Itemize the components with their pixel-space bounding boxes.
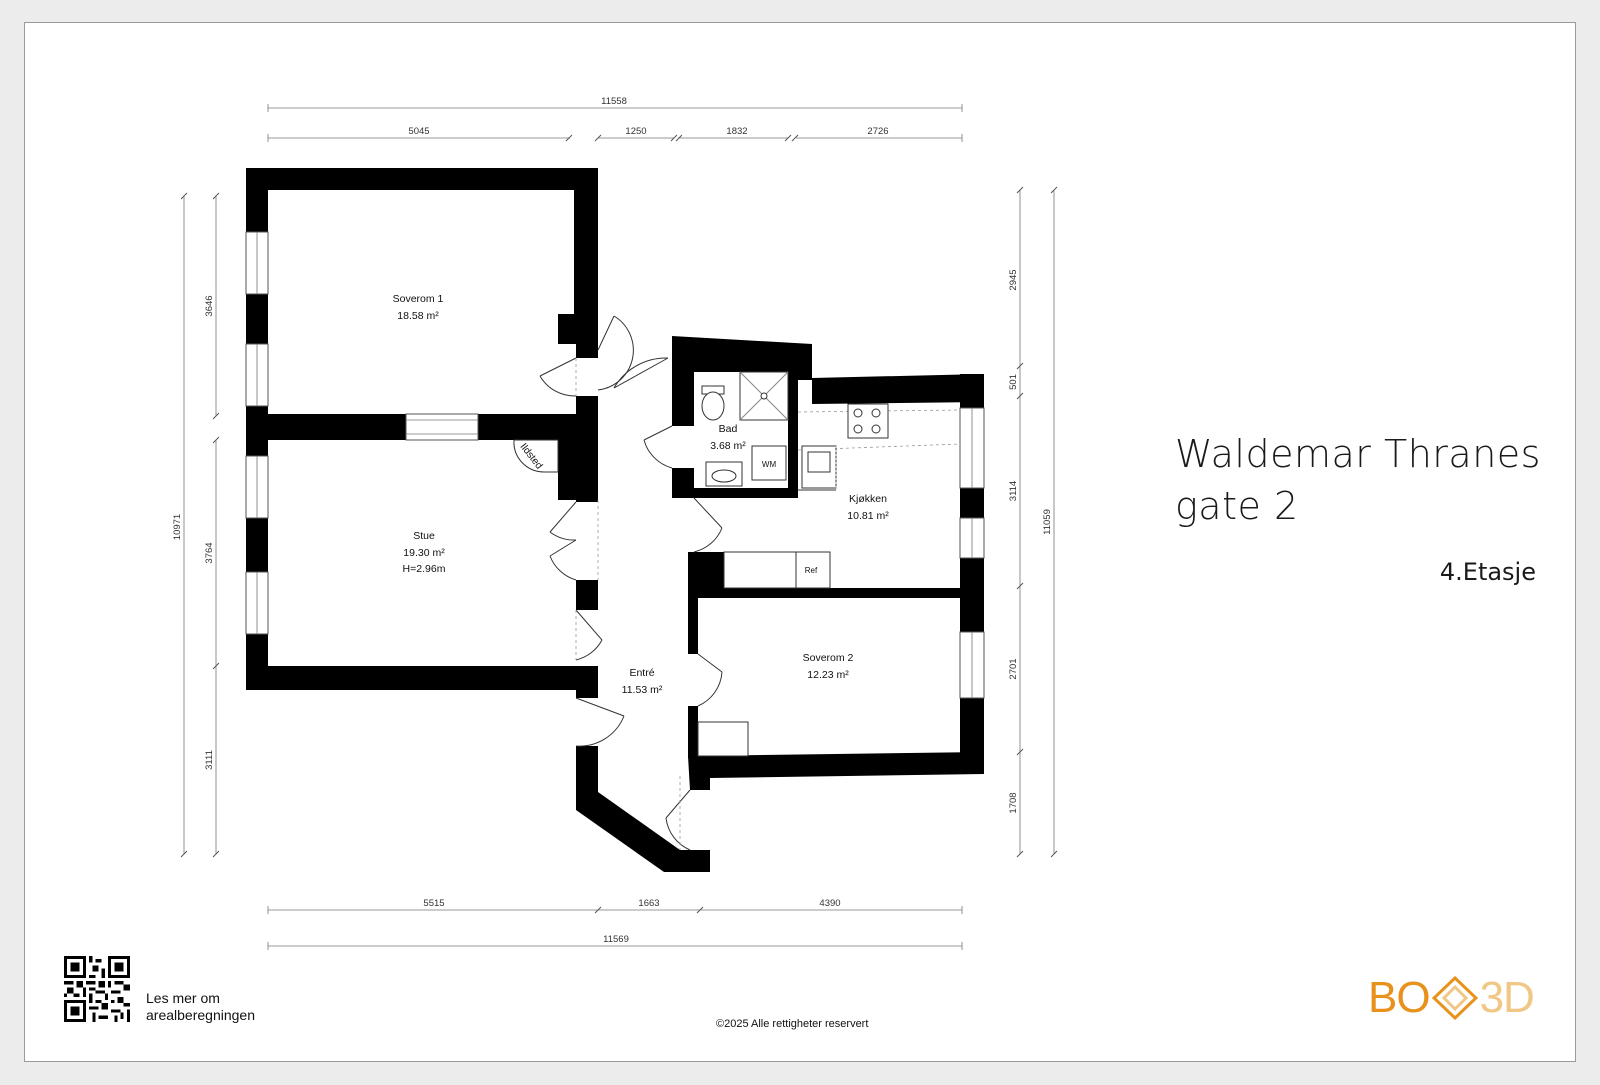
dim-right-5: 1708 [1008,792,1019,813]
copyright-text: ©2025 Alle rettigheter reservert [716,1018,869,1030]
dim-left-2: 3764 [204,542,215,563]
washer-label: WM [762,460,777,469]
property-title: Waldemar Thranes gate 2 [1175,428,1541,532]
room-entre: Entré 11.53 m² [622,667,663,696]
room-area: 3.68 m² [710,440,746,452]
dim-top-1: 5045 [408,126,429,137]
title-line-2: gate 2 [1175,484,1299,528]
bo3d-logo: BO 3D [1368,973,1535,1022]
dim-left-3: 3111 [204,750,215,770]
dim-top-4: 2726 [867,126,888,137]
dim-bottom-1: 5515 [423,898,444,909]
dim-right-total: 11059 [1042,509,1053,535]
dim-bottom-2: 1663 [638,898,659,909]
room-name: Soverom 1 [393,293,444,305]
walls [246,168,984,872]
qr-code-icon[interactable] [64,956,130,1022]
dimension-lines [183,104,1055,950]
room-name: Stue [413,530,435,542]
room-area: 19.30 m² [403,547,445,559]
dim-top-total: 11558 [601,96,627,107]
qr-caption-line-2: arealberegningen [146,1007,255,1023]
room-area: 12.23 m² [807,669,849,681]
dim-right-4: 2701 [1008,658,1019,679]
qr-caption[interactable]: Les mer om arealberegningen [146,990,255,1024]
fridge-label: Ref [805,566,818,575]
room-area: 10.81 m² [847,510,889,522]
floor-label: 4.Etasje [1439,558,1536,586]
logo-text-left: BO [1368,973,1431,1022]
room-name: Soverom 2 [803,652,854,664]
diamond-logo-icon [1431,976,1478,1020]
fixtures [513,371,889,757]
room-area: 11.53 m² [622,684,663,696]
room-name: Entré [629,667,654,679]
dim-left-total: 10971 [172,514,183,540]
dim-top-2: 1250 [625,126,646,137]
doors [539,315,723,851]
room-bad: Bad 3.68 m² [710,423,746,452]
dim-right-1: 2945 [1008,269,1019,290]
room-soverom-1: Soverom 1 18.58 m² [393,293,444,322]
dim-left-1: 3646 [204,295,215,316]
room-stue: Stue 19.30 m² H=2.96m [403,530,446,575]
title-line-1: Waldemar Thranes [1175,432,1541,476]
logo-text-right: 3D [1479,973,1535,1022]
windows [245,231,985,699]
dim-right-2: 501 [1008,374,1019,390]
dim-bottom-total: 11569 [603,934,629,945]
qr-caption-line-1: Les mer om [146,990,220,1006]
room-kjokken: Kjøkken 10.81 m² [847,493,889,522]
room-name: Bad [719,423,738,435]
room-name: Kjøkken [849,493,887,505]
window-lines [256,232,973,698]
room-area: 18.58 m² [397,310,439,322]
dim-bottom-3: 4390 [819,898,840,909]
room-soverom-2: Soverom 2 12.23 m² [803,652,854,681]
floor-plan-sheet [24,22,1576,1062]
dimension-ticks [180,134,1058,914]
dim-right-3: 3114 [1008,481,1019,501]
dim-top-3: 1832 [726,126,747,137]
door-thresholds [575,358,961,850]
room-height: H=2.96m [403,563,446,575]
